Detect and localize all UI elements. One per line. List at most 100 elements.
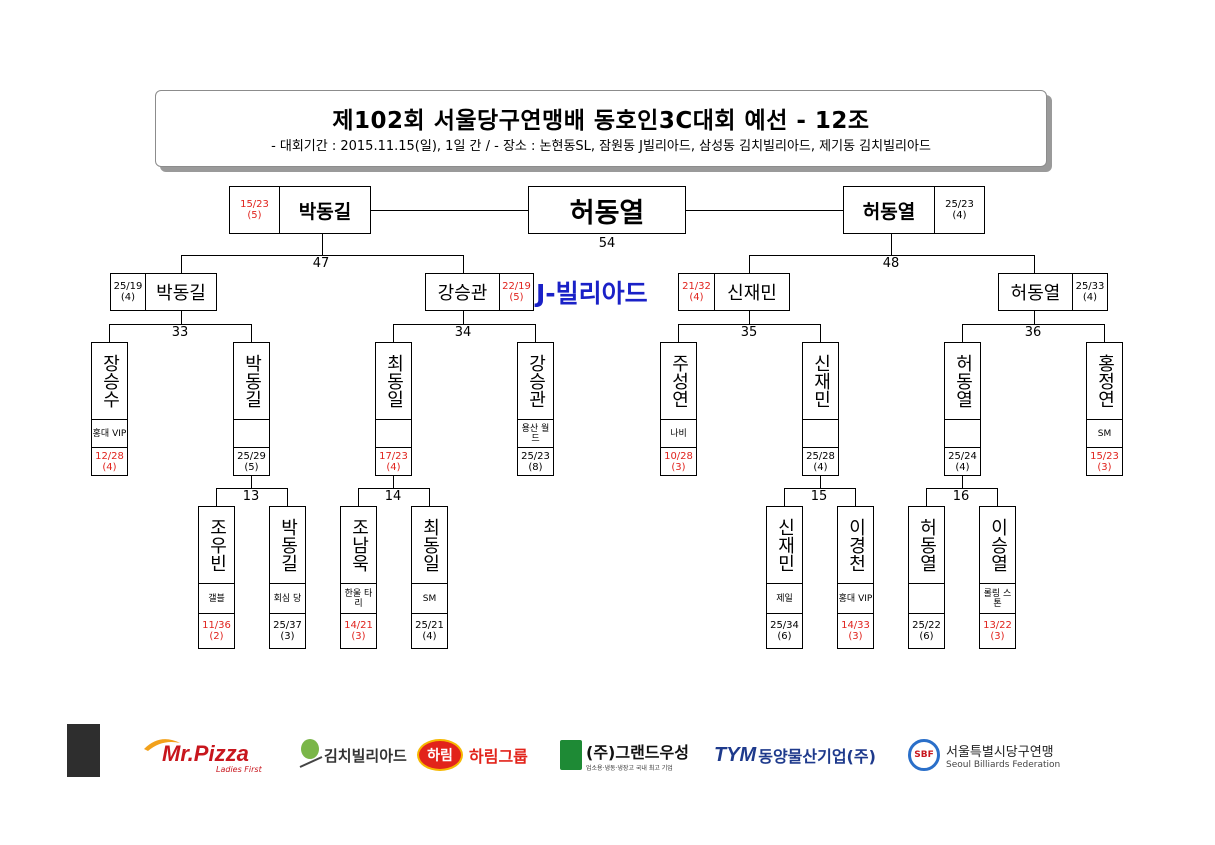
- score-sub: (6): [919, 631, 934, 642]
- match-number: 34: [454, 325, 472, 340]
- player-card: 최동일 17/23(4): [375, 342, 412, 476]
- player-club: 한울 타리: [341, 584, 376, 614]
- player-score: 15/23(3): [1087, 448, 1122, 475]
- player-card: 조우빈 갤블 11/36(2): [198, 506, 235, 649]
- score-sub: (5): [247, 210, 262, 221]
- score-sub: (3): [990, 631, 1005, 642]
- player-name: 강승관: [518, 343, 553, 420]
- sponsor-tym: TYM 동양물산기업(주): [714, 735, 876, 775]
- sponsor-sbf: SBF 서울특별시당구연맹 Seoul Billiards Federation: [908, 735, 1060, 775]
- player-name: 조우빈: [199, 507, 234, 584]
- final-right-box: 허동열 25/23 (4): [843, 186, 985, 234]
- score-text: 14/21: [344, 620, 373, 631]
- score-text: 25/23: [521, 450, 550, 462]
- match-number: 14: [384, 489, 402, 504]
- semi-box-d: 허동열 25/33(4): [998, 273, 1108, 311]
- mrpizza-logo: Mr.Pizza Ladies First: [140, 735, 272, 775]
- player-card: 홍정연 SM 15/23(3): [1086, 342, 1123, 476]
- score-text: 22/19: [502, 281, 531, 292]
- score-text: 21/32: [682, 281, 711, 292]
- player-card: 주성연 나비 10/28(3): [660, 342, 697, 476]
- cabbage-cue-icon: [299, 739, 323, 768]
- score-text: 11/36: [202, 620, 231, 631]
- match-number: 15: [810, 489, 828, 504]
- score-text: 10/28: [664, 450, 693, 462]
- venue-label: J-빌리아드: [536, 279, 648, 308]
- score-text: 15/23: [1090, 450, 1119, 462]
- bracket-line: [997, 488, 998, 506]
- footer-block: [67, 724, 100, 777]
- score-sub: (4): [386, 461, 401, 473]
- bracket-line: [251, 324, 252, 342]
- score-text: 25/33: [1075, 281, 1105, 292]
- player-name: 장승수: [92, 343, 127, 420]
- score-text: 25/19: [113, 281, 143, 292]
- player-score: 25/29(5): [234, 448, 269, 475]
- player-club: SM: [412, 584, 447, 614]
- bracket-line: [287, 488, 288, 506]
- player-name: 홍정연: [1087, 343, 1122, 420]
- bracket-line: [393, 324, 394, 342]
- semi-b-name: 강승관: [426, 274, 500, 310]
- semi-c-name: 신재민: [727, 283, 777, 304]
- final-right-score: 25/23 (4): [935, 187, 984, 233]
- score-text: 12/28: [95, 450, 124, 462]
- bracket-line: [109, 324, 252, 325]
- bracket-line: [393, 476, 394, 488]
- final-left-score: 15/23 (5): [230, 187, 280, 233]
- semi-c-score: 21/32(4): [679, 274, 715, 310]
- semi-b-score: 22/19(5): [500, 274, 533, 310]
- player-club: 갤블: [199, 584, 234, 614]
- bracket-line: [962, 324, 963, 342]
- sponsor-grand: (주)그랜드우성 업소용·냉동·냉장고 국내 최고 기업: [560, 735, 689, 775]
- bracket-line: [322, 234, 323, 255]
- semi-box-b: 강승관 22/19(5): [425, 273, 534, 311]
- bracket-line: [678, 324, 821, 325]
- match-number: 35: [740, 325, 758, 340]
- bracket-line: [463, 311, 464, 324]
- player-name: 주성연: [661, 343, 696, 420]
- score-sub: (6): [777, 631, 792, 642]
- semi-a-score: 25/19(4): [111, 274, 146, 310]
- bracket-line: [749, 255, 750, 273]
- player-name: 최동일: [376, 343, 411, 420]
- player-name: 이승열: [980, 507, 1015, 584]
- player-card: 신재민 제일 25/34(6): [766, 506, 803, 649]
- score-sub: (3): [671, 461, 686, 473]
- semi-d-name: 허동열: [999, 274, 1073, 310]
- player-name: 허동열: [945, 343, 980, 420]
- score-sub: (2): [209, 631, 224, 642]
- bracket-line: [429, 488, 430, 506]
- player-card: 허동열 25/24(4): [944, 342, 981, 476]
- match-number: 33: [171, 325, 189, 340]
- score-sub: (4): [955, 461, 970, 473]
- score-text: 25/28: [806, 450, 835, 462]
- player-name: 이경천: [838, 507, 873, 584]
- semi-box-c: 21/32(4) 신재민: [678, 273, 790, 311]
- bracket-line: [820, 324, 821, 342]
- pizza-swoosh-icon: [144, 739, 180, 751]
- bracket-line: [749, 255, 1035, 256]
- semi-box-a: 25/19(4) 박동길: [110, 273, 217, 311]
- player-club: 홍대 VIP: [92, 420, 127, 448]
- harim-logo: 하림: [417, 739, 463, 771]
- score-sub: (4): [102, 461, 117, 473]
- bracket-line: [891, 234, 892, 255]
- player-card: 이경천 홍대 VIP 14/33(3): [837, 506, 874, 649]
- score-text: 13/22: [983, 620, 1012, 631]
- player-card: 장승수 홍대 VIP 12/28(4): [91, 342, 128, 476]
- sbf-emblem: SBF: [908, 739, 940, 771]
- player-score: 25/21(4): [412, 614, 447, 648]
- player-score: 14/21(3): [341, 614, 376, 648]
- mrpizza-text: Mr.Pizza: [162, 741, 249, 766]
- bracket-line: [1034, 255, 1035, 273]
- player-score: 25/37(3): [270, 614, 305, 648]
- bracket-line: [926, 488, 998, 489]
- score-text: 25/23: [945, 199, 974, 210]
- score-sub: (4): [422, 631, 437, 642]
- bracket-line: [216, 488, 288, 489]
- bracket-line: [109, 324, 110, 342]
- score-text: 17/23: [379, 450, 408, 462]
- player-name: 신재민: [767, 507, 802, 584]
- bracket-line: [784, 488, 856, 489]
